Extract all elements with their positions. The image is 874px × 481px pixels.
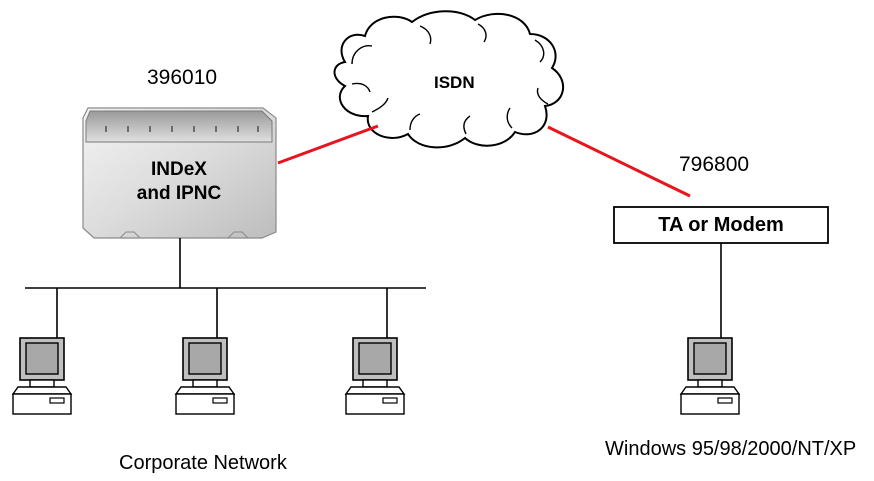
- workstation-3: [345, 337, 405, 415]
- index-server-device: [82, 107, 277, 239]
- ta-modem-box: [613, 206, 829, 244]
- server-label-line2: and IPNC: [136, 183, 222, 204]
- ta-modem-label: TA or Modem: [658, 214, 784, 236]
- workstation-2: [175, 337, 235, 415]
- server-number: 396010: [147, 66, 218, 89]
- isdn-link-remote: [547, 125, 691, 198]
- server-label-line1: INDeX: [151, 159, 207, 180]
- workstation-1: [12, 337, 72, 415]
- server-label: INDeX and IPNC: [104, 158, 254, 206]
- corporate-lan: [25, 238, 426, 338]
- windows-caption: Windows 95/98/2000/NT/XP: [605, 438, 857, 460]
- remote-workstation: [680, 337, 740, 415]
- remote-number: 796800: [679, 153, 750, 176]
- isdn-label: ISDN: [434, 73, 475, 92]
- isdn-cloud: [333, 10, 565, 149]
- isdn-link-server: [277, 124, 379, 165]
- corporate-network-caption: Corporate Network: [119, 452, 287, 474]
